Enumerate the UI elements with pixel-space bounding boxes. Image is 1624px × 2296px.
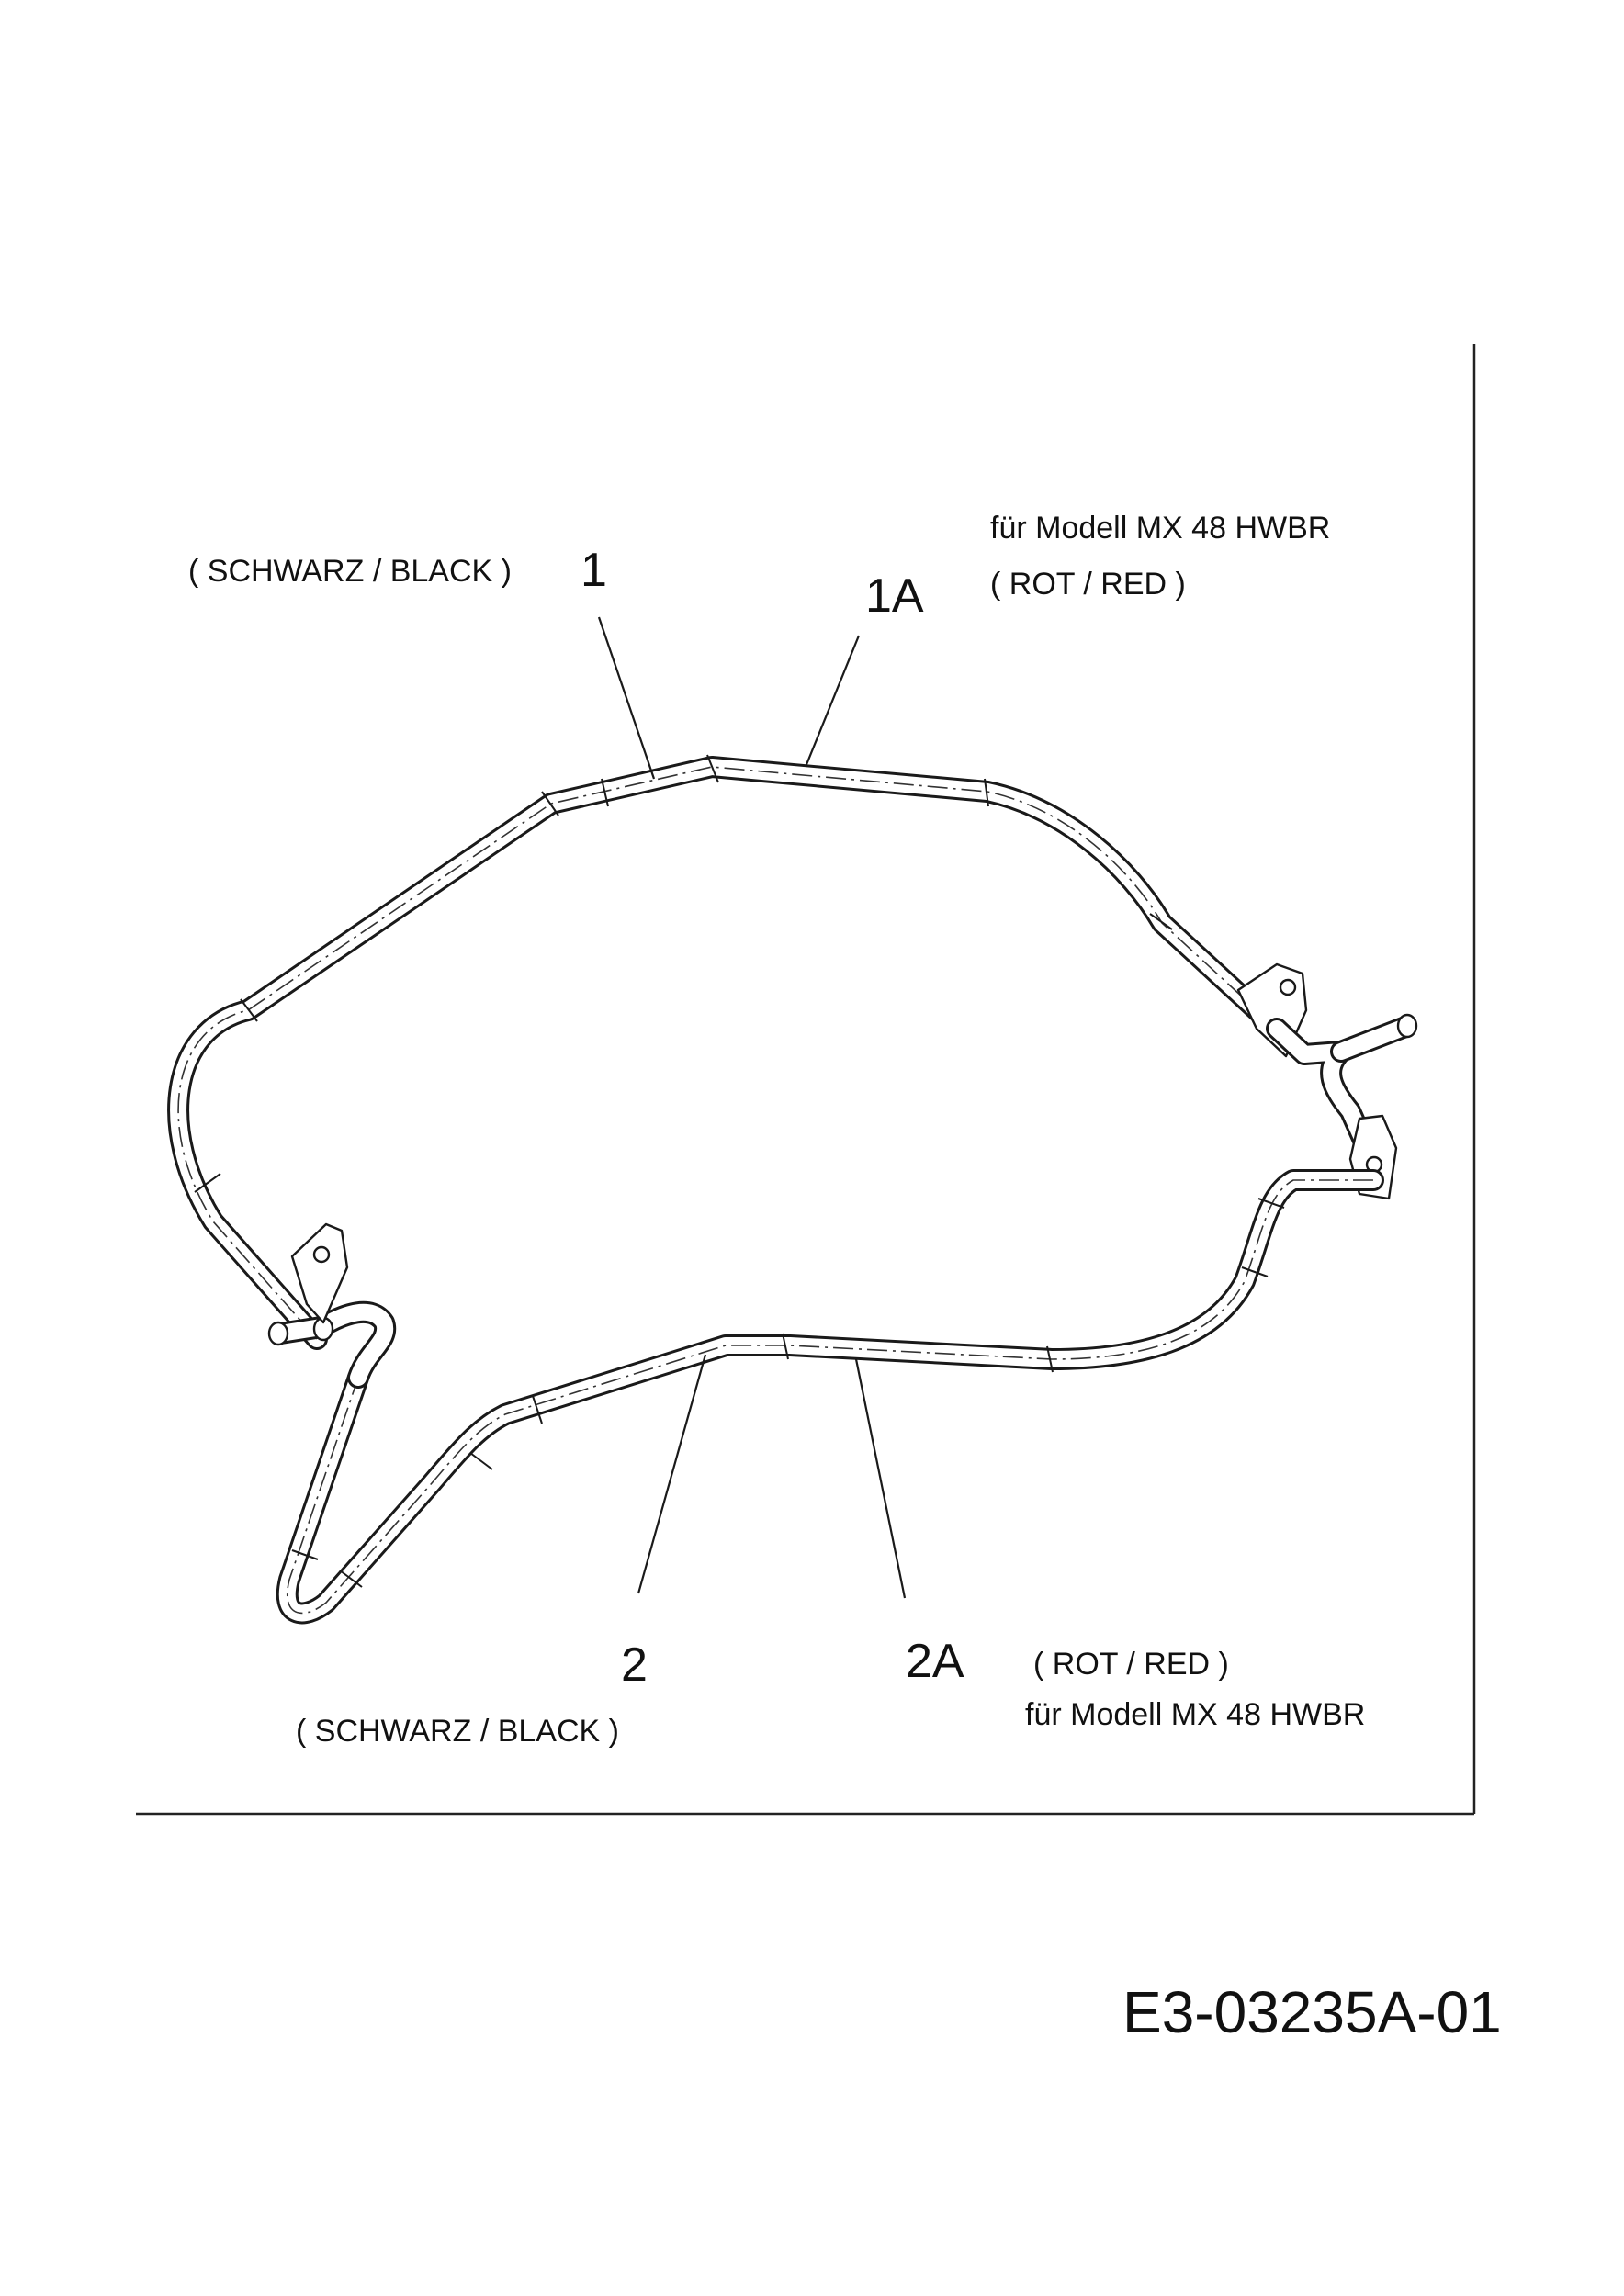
leader-part-2a	[854, 1358, 907, 1599]
part-2a-model-note: für Modell MX 48 HWBR	[1025, 1697, 1365, 1732]
lower-bar-left-mount	[267, 1222, 397, 1389]
part-1a-number: 1A	[865, 569, 924, 623]
left-bracket	[290, 1222, 349, 1324]
leader-part-1a	[804, 635, 861, 768]
part-1-color-note: ( SCHWARZ / BLACK )	[188, 554, 512, 589]
part-1a-model-note: für Modell MX 48 HWBR	[990, 511, 1330, 546]
part-2-number: 2	[621, 1638, 648, 1692]
part-2a-color-note: ( ROT / RED )	[1033, 1647, 1229, 1682]
leader-part-1	[597, 616, 656, 780]
leader-part-2	[637, 1354, 707, 1594]
lower-bar	[276, 1169, 1384, 1625]
part-2-color-note: ( SCHWARZ / BLACK )	[296, 1714, 619, 1749]
upper-bar-right-mount	[1236, 962, 1418, 1200]
part-1a-color-note: ( ROT / RED )	[990, 567, 1186, 602]
part-1-number: 1	[581, 544, 607, 597]
part-2a-number: 2A	[906, 1635, 964, 1688]
upper-bar	[167, 754, 1288, 1350]
drawing-code: E3-03235A-01	[1122, 1979, 1502, 2045]
